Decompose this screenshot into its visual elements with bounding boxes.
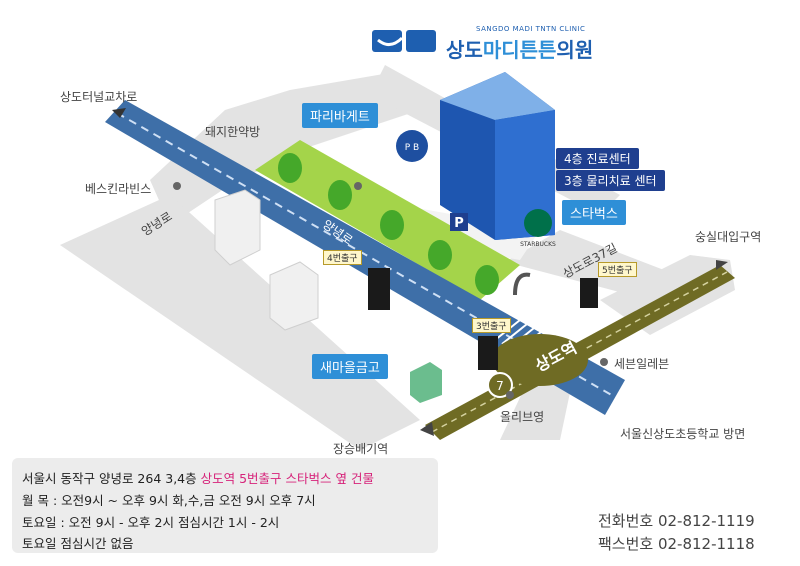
svg-text:P B: P B [405,143,419,153]
label-seven: 세븐일레븐 [614,357,670,371]
svg-text:STARBUCKS: STARBUCKS [520,241,556,248]
exit-3-label: 3번출구 [472,318,511,333]
address-highlight: 상도역 5번출구 스타벅스 옆 건물 [200,471,374,486]
tree-icons [278,153,499,295]
grey-buildings [214,189,319,331]
label-baskin: 베스킨라빈스 [85,182,152,196]
label-olive: 올리브영 [500,410,545,424]
label-soongsil: 숭실대입구역 [695,230,762,244]
address: 서울시 동작구 양녕로 264 3,4층 상도역 5번출구 스타벅스 옆 건물 [22,468,374,487]
clinic-name: 상도마디튼튼의원 [446,34,593,63]
lunch-note: 토요일 점심시간 없음 [22,536,134,551]
arrow-sw-icon [420,422,434,436]
label-jangseung: 장승배기역 [333,442,389,456]
exit-5-label: 5번출구 [598,262,637,277]
paris-logo-icon [396,130,428,162]
clinic-building [440,72,555,240]
pin-dots [173,182,608,399]
starbucks-logo-icon [524,209,552,237]
phone-number: 전화번호 02-812-1119 [598,512,755,530]
floor-4: 4층 진료센터 [556,148,639,169]
arrow-nw-icon [112,108,126,118]
label-dwaeji: 돼지한약방 [205,125,261,139]
svg-text:P: P [454,216,464,231]
line-number: 7 [496,379,504,393]
arrow-ne-icon [716,260,728,270]
label-sangdo-tunnel: 상도터널교차로 [60,90,138,104]
line-7-badge [487,372,513,398]
u-turn-icon [513,272,531,296]
exit-4-label: 4번출구 [323,250,362,265]
subway-exit-icon [368,268,598,370]
fax-number: 팩스번호 02-812-1118 [598,535,755,553]
hours-weekday: 월 목 : 오전9시 ~ 오후 9시 화,수,금 오전 9시 오후 7시 [22,493,316,508]
clinic-name-part-a: 상도 [446,38,483,62]
label-school: 서울신상도초등학교 방면 [620,427,746,441]
saemaeul-building [410,362,442,403]
info-box: 서울시 동작구 양녕로 264 3,4층 상도역 5번출구 스타벅스 옆 건물 … [12,458,438,553]
station-platform [492,334,588,386]
hours-saturday: 토요일 : 오전 9시 - 오후 2시 점심시간 1시 - 2시 [22,515,280,530]
clinic-logo-icon [372,30,436,52]
tag-starbucks: 스타벅스 [562,200,626,225]
tag-saemaeul: 새마을금고 [312,354,388,379]
clinic-name-part-c: 의원 [556,38,594,62]
clinic-name-part-b: 마디튼튼 [482,38,557,62]
parking-icon [450,213,468,231]
address-text: 서울시 동작구 양녕로 264 3,4층 [22,471,201,486]
floor-3: 3층 물리치료 센터 [556,170,665,191]
tag-paris: 파리바게트 [302,103,378,128]
clinic-subtitle: SANGDO MADI TNTN CLINIC [476,25,586,33]
